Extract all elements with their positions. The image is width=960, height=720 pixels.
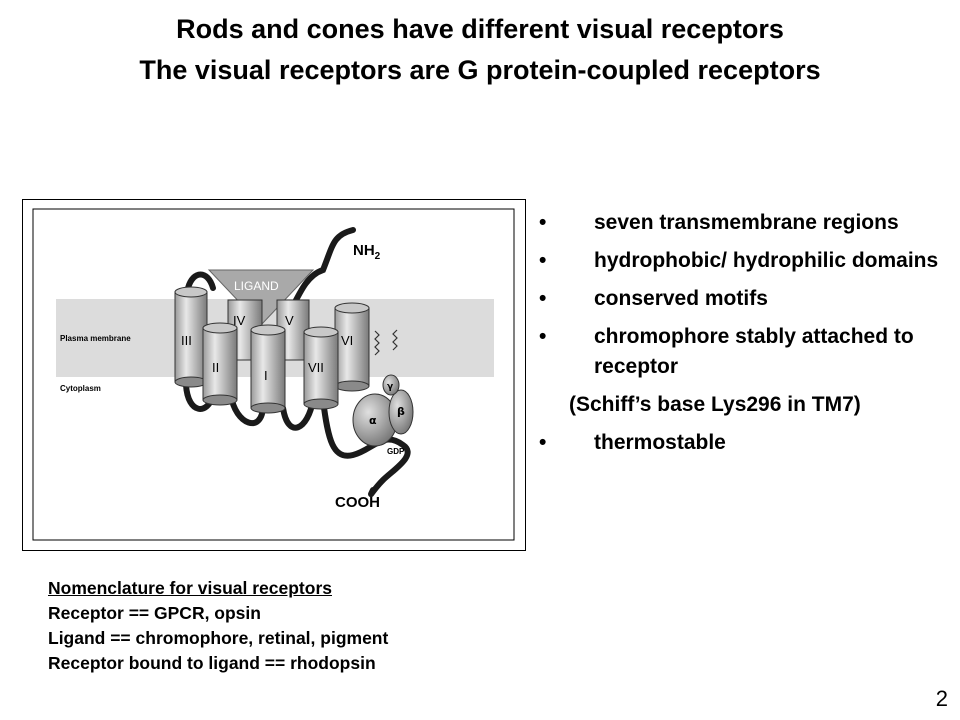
gamma-subunit-label: γ (387, 382, 393, 392)
bullet-marker: • (539, 431, 547, 454)
nomenclature-line: Receptor bound to ligand == rhodopsin (48, 653, 376, 673)
nomenclature-box: Nomenclature for visual receptors Recept… (48, 576, 388, 676)
gdp-label: GDP (387, 447, 405, 456)
cooh-label: COOH (335, 494, 380, 511)
beta-subunit-label: β (397, 405, 405, 418)
schiff-base-note: (Schiff’s base Lys296 in TM7) (569, 393, 861, 416)
nh2-label: NH2 (353, 242, 381, 262)
alpha-subunit-label: α (369, 414, 377, 427)
bullet-marker: • (539, 287, 547, 310)
bullet-text: thermostable (594, 431, 726, 454)
bullet-marker: • (539, 325, 547, 348)
svg-text:V: V (285, 313, 294, 328)
nomenclature-line: Ligand == chromophore, retinal, pigment (48, 628, 389, 648)
cytoplasm-label: Cytoplasm (60, 384, 101, 393)
helix-VII: VII (303, 326, 339, 410)
svg-text:IV: IV (233, 313, 246, 328)
nomenclature-heading: Nomenclature for visual receptors (48, 578, 332, 598)
svg-text:VII: VII (308, 360, 324, 375)
bullet-item: • thermostable (535, 428, 955, 458)
bullet-text: seven transmembrane regions (594, 211, 899, 234)
bullet-item: • conserved motifs (535, 284, 955, 314)
bullet-text: hydrophobic/ hydrophilic domains (594, 249, 939, 272)
svg-text:VI: VI (341, 333, 353, 348)
lipid-anchor-1 (374, 330, 380, 356)
g-protein: α β γ GDP (352, 374, 414, 456)
helix-II: II (202, 322, 238, 406)
slide-title-line-2: The visual receptors are G protein-coupl… (139, 55, 821, 85)
svg-text:I: I (264, 368, 268, 383)
nomenclature-line: Receptor == GPCR, opsin (48, 603, 261, 623)
bullet-item: • hydrophobic/ hydrophilic domains (535, 246, 955, 276)
page-number: 2 (935, 686, 948, 711)
gpcr-receptor-diagram: Plasma membrane Cytoplasm LIGAND NH2 III… (22, 199, 526, 551)
bullet-marker: • (539, 249, 547, 272)
helix-VI: VI (334, 302, 370, 392)
receptor-properties-list: • seven transmembrane regions • hydrophobi… (535, 208, 955, 466)
bullet-item: • chromophore stably attached to receptor (535, 322, 955, 382)
ligand-label: LIGAND (234, 279, 279, 293)
bullet-item: • seven transmembrane regions (535, 208, 955, 238)
slide-title-line-1: Rods and cones have different visual rec… (176, 14, 784, 44)
svg-text:III: III (181, 333, 192, 348)
lipid-anchor-2 (392, 329, 398, 351)
svg-text:II: II (212, 360, 219, 375)
helix-I: I (250, 324, 286, 414)
bullet-text: chromophore stably attached to receptor (594, 325, 914, 378)
ligand-triangle (207, 269, 315, 326)
bullet-marker: • (539, 211, 547, 234)
plasma-membrane-label: Plasma membrane (60, 334, 131, 343)
gpcr-diagram-svg: Plasma membrane Cytoplasm LIGAND NH2 III… (32, 208, 515, 541)
helix-III: III (174, 286, 208, 388)
bullet-text: conserved motifs (594, 287, 768, 310)
